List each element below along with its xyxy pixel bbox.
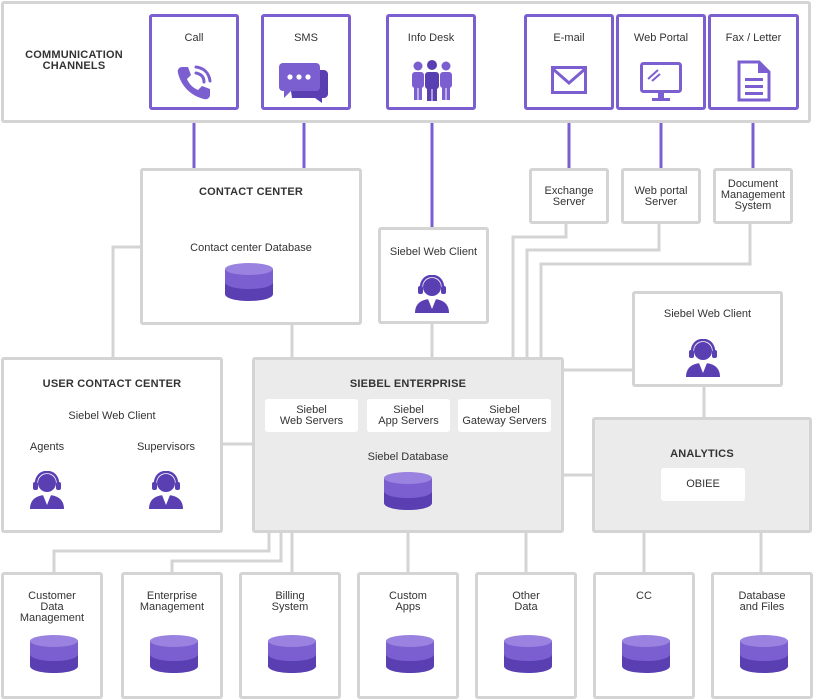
agent-headset-icon — [415, 275, 449, 313]
channel-email-label: E-mail — [553, 32, 585, 44]
sms-chat-icon — [279, 63, 328, 103]
channel-sms-label: SMS — [294, 32, 318, 44]
data-source-label: CC — [636, 590, 652, 602]
channel-web-portal-label: Web Portal — [633, 32, 689, 44]
siebel-web-servers[interactable] — [265, 399, 358, 432]
data-source-database-icon — [150, 635, 198, 673]
web-portal-server[interactable] — [621, 168, 701, 224]
siebel-web-servers-label: Siebel Web Servers — [279, 404, 344, 427]
siebel-database-label: Siebel Database — [367, 451, 449, 463]
user-contact-center-client: Siebel Web Client — [68, 410, 156, 422]
document-management-system[interactable] — [713, 168, 793, 224]
siebel-enterprise-title: SIEBEL ENTERPRISE — [349, 378, 467, 390]
contact-center-database-icon — [225, 263, 273, 301]
data-source-database-icon — [386, 635, 434, 673]
supervisor-icon — [149, 471, 183, 509]
monitor-icon — [640, 62, 682, 101]
channel-call-label: Call — [184, 32, 204, 44]
channel-email[interactable] — [524, 14, 614, 110]
exchange-server-label: Exchange Server — [544, 185, 594, 208]
data-source-label: Custom Apps — [389, 590, 427, 613]
channel-fax-letter-label: Fax / Letter — [725, 32, 782, 44]
agent-headset-icon-right — [686, 339, 720, 377]
communication-channels-heading: COMMUNICATION CHANNELS — [25, 49, 123, 72]
user-contact-center-title: USER CONTACT CENTER — [42, 378, 182, 390]
data-source-database-icon — [504, 635, 552, 673]
web-portal-server-label: Web portal Server — [634, 185, 688, 208]
data-source-database-icon — [622, 635, 670, 673]
siebel-gateway-servers-label: Siebel Gateway Servers — [462, 404, 547, 427]
data-source-label: Billing System — [271, 590, 309, 613]
channel-info-desk-label: Info Desk — [407, 32, 455, 44]
exchange-server[interactable] — [529, 168, 609, 224]
data-source-label: Other Data — [512, 590, 540, 613]
phone-call-icon — [177, 65, 212, 100]
web-client-middle-label: Siebel Web Client — [389, 246, 478, 258]
supervisors-label: Supervisors — [136, 441, 196, 453]
agents-label: Agents — [29, 441, 65, 453]
siebel-gateway-servers[interactable] — [458, 399, 551, 432]
analytics-title: ANALYTICS — [670, 448, 734, 460]
data-source-database-icon — [268, 635, 316, 673]
people-group-icon — [412, 60, 452, 101]
siebel-app-servers-label: Siebel App Servers — [378, 404, 439, 427]
envelope-icon — [551, 66, 587, 94]
data-source-database-icon — [30, 635, 78, 673]
data-source-label: Database and Files — [738, 590, 786, 613]
agent-icon — [30, 471, 64, 509]
obiee-label: OBIEE — [686, 478, 720, 490]
contact-center-title: CONTACT CENTER — [198, 186, 304, 198]
obiee-box[interactable] — [661, 468, 745, 501]
data-source-database-icon — [740, 635, 788, 673]
web-client-right-label: Siebel Web Client — [663, 308, 752, 320]
document-management-system-label: Document Management System — [720, 178, 786, 212]
siebel-app-servers[interactable] — [367, 399, 450, 432]
document-icon — [737, 60, 771, 102]
contact-center-db-label: Contact center Database — [190, 242, 312, 254]
data-source-label: Customer Data Management — [19, 590, 85, 624]
data-source-label: Enterprise Management — [139, 590, 205, 613]
siebel-database-icon — [384, 472, 432, 510]
